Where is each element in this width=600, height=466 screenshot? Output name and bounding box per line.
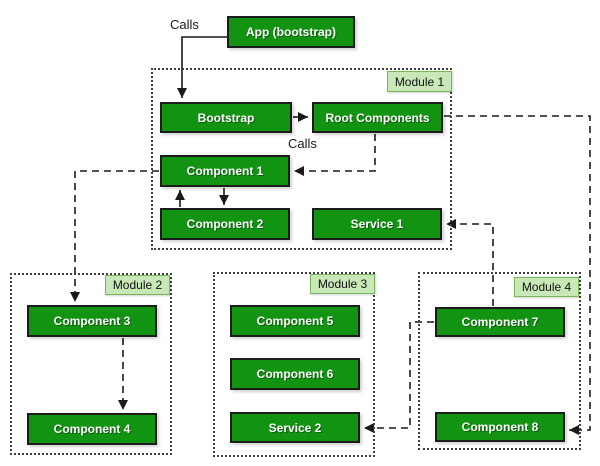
node-component-1: Component 1 — [160, 155, 290, 187]
edge-component-1-to-component-3 — [70, 170, 159, 302]
node-component-8: Component 8 — [435, 412, 565, 442]
node-service-2: Service 2 — [230, 412, 360, 443]
edge-component-7-to-service-1 — [446, 219, 494, 306]
module-4-label: Module 4 — [514, 277, 579, 297]
edge-root-components-to-component-1 — [294, 134, 376, 176]
calls-label-app-bootstrap: Calls — [169, 17, 200, 32]
node-component-5: Component 5 — [230, 305, 360, 337]
node-service-1: Service 1 — [312, 208, 442, 240]
module-2-container — [10, 273, 172, 455]
module-1-label: Module 1 — [387, 71, 452, 92]
node-component-4: Component 4 — [27, 413, 157, 445]
node-component-6: Component 6 — [230, 358, 360, 390]
node-app: App (bootstrap) — [227, 16, 355, 48]
node-component-3: Component 3 — [27, 305, 157, 337]
module-3-container — [213, 272, 375, 457]
node-component-2: Component 2 — [160, 208, 290, 240]
edge-app-to-bootstrap — [177, 36, 227, 98]
calls-label-bootstrap-root: Calls — [287, 136, 318, 151]
module-3-label: Module 3 — [310, 274, 375, 294]
module-1-container — [151, 68, 452, 250]
node-component-7: Component 7 — [435, 307, 565, 337]
node-bootstrap: Bootstrap — [160, 102, 292, 133]
node-root-components: Root Components — [312, 102, 443, 133]
module-4-container — [418, 272, 581, 450]
module-2-label: Module 2 — [105, 275, 170, 295]
edge-component-7-to-service-2 — [364, 321, 434, 433]
